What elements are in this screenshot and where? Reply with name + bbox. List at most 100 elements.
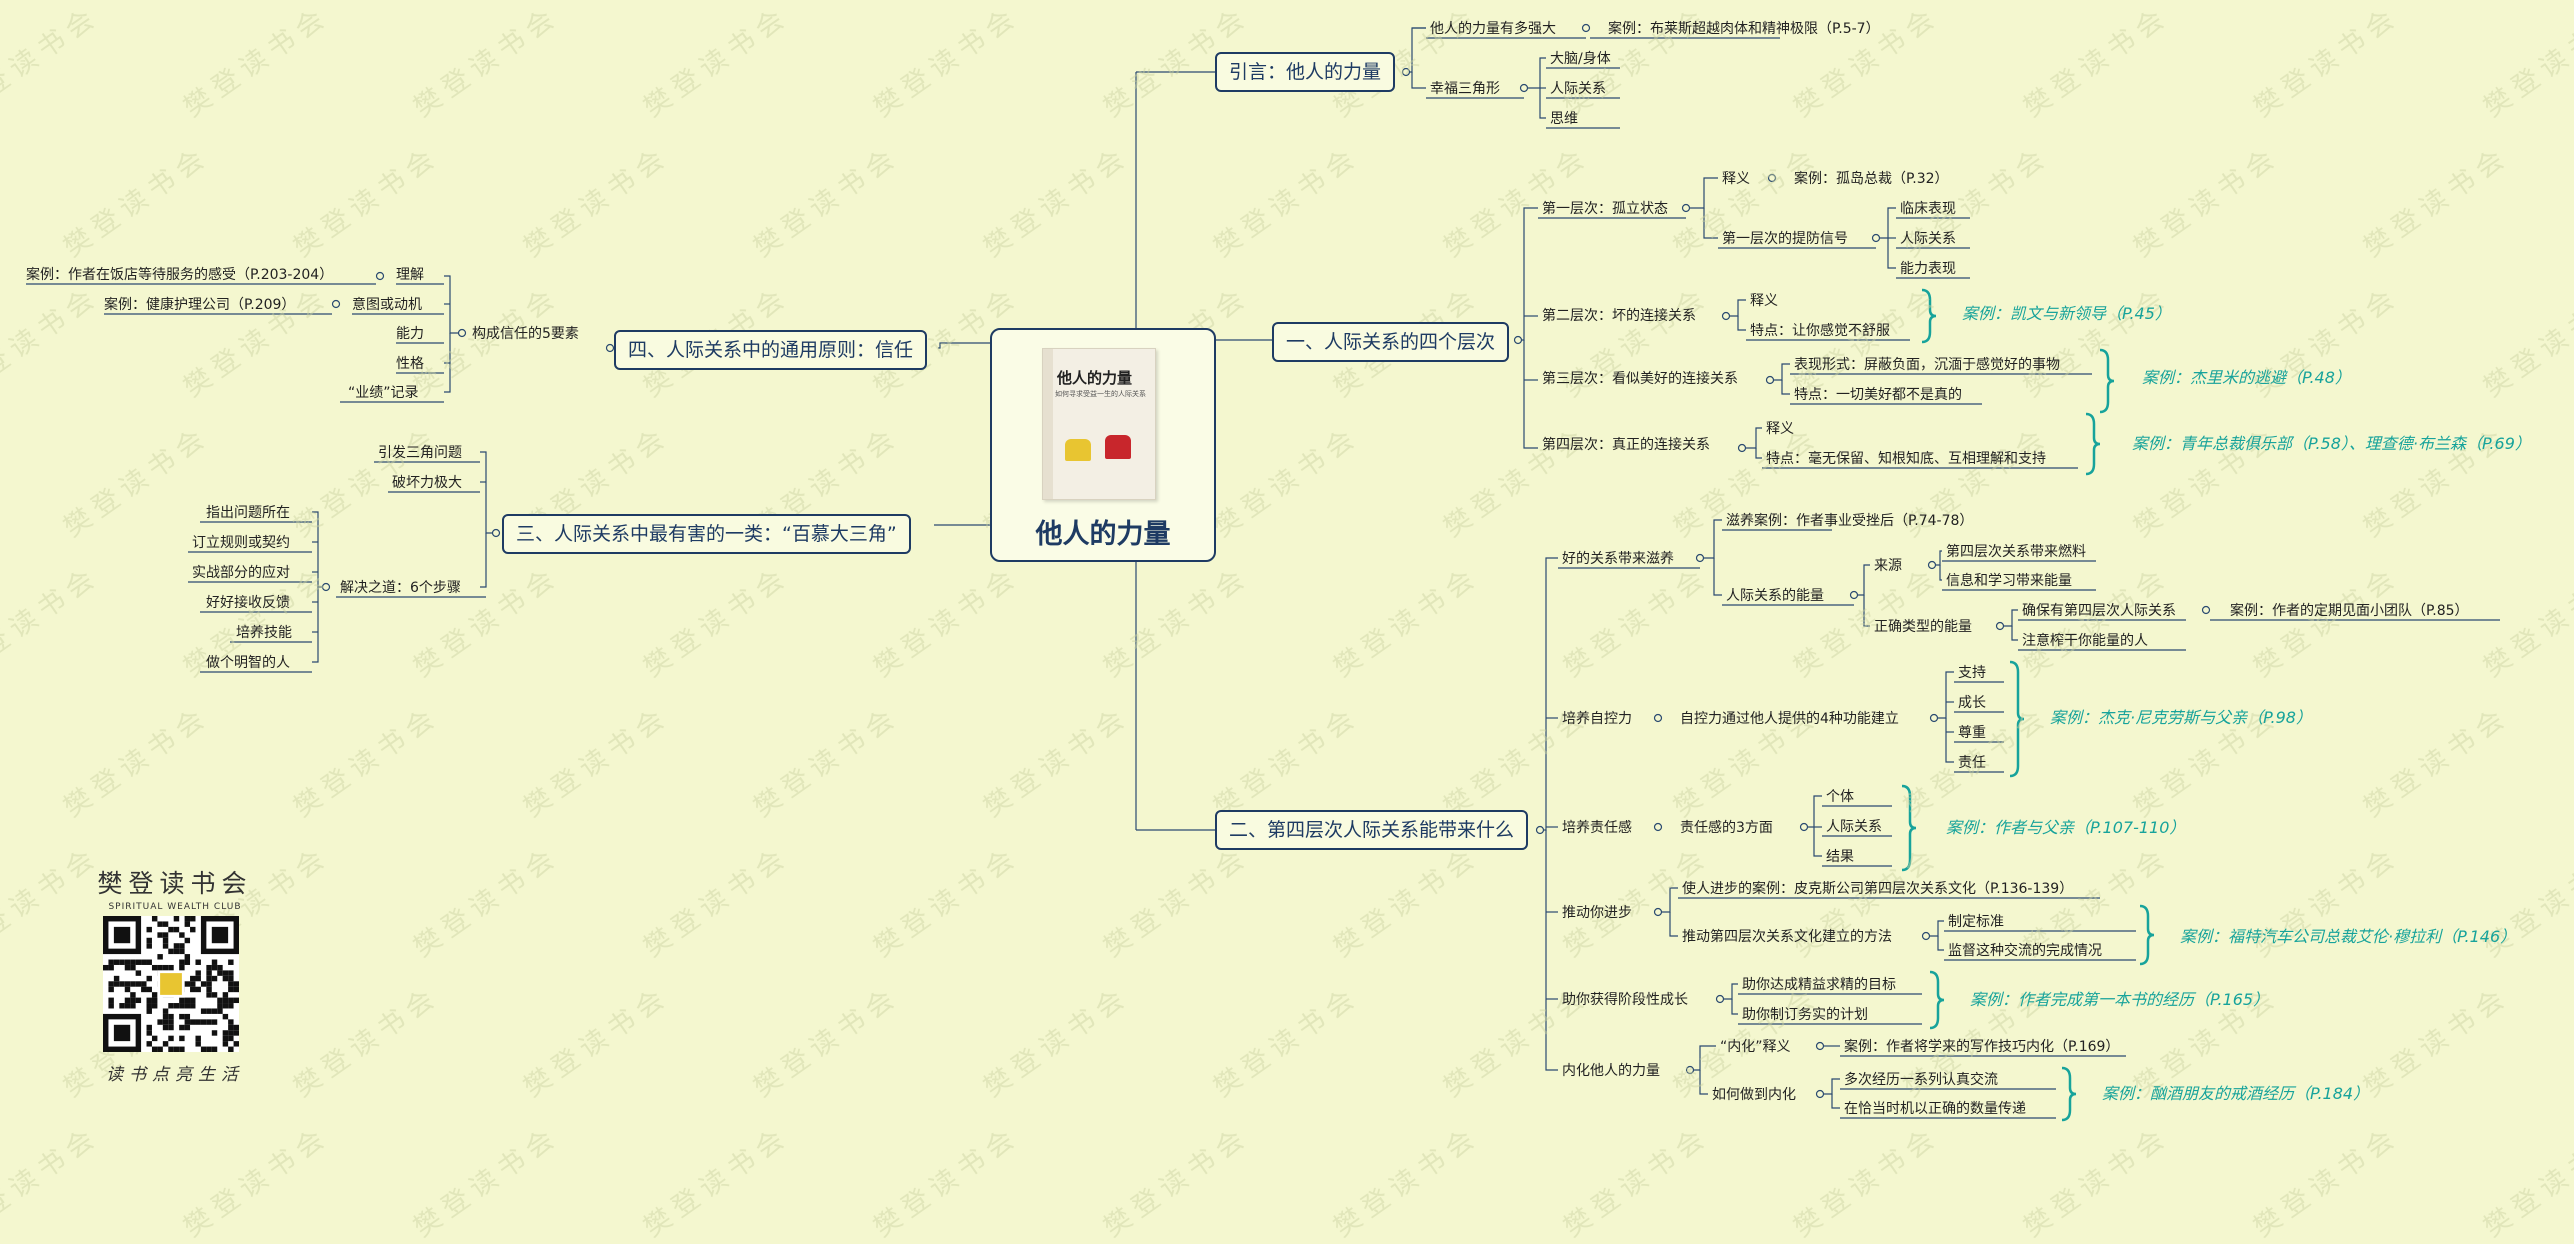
leaf-self-1[interactable]: 支持 <box>1958 665 1986 681</box>
leaf-resp-2[interactable]: 人际关系 <box>1826 819 1882 835</box>
case-internalize[interactable]: 案例：酗酒朋友的戒酒经历（P.184） <box>2102 1084 2370 1103</box>
node-intro-triangle[interactable]: 幸福三角形 <box>1430 81 1500 97</box>
leaf-level2-2[interactable]: 特点：让你感觉不舒服 <box>1750 323 1890 339</box>
connector-dot <box>1653 822 1663 832</box>
node-progress[interactable]: 推动你进步 <box>1562 905 1632 921</box>
leaf-trust-record[interactable]: “业绩”记录 <box>348 385 419 401</box>
leaf-stage-2[interactable]: 助你制订务实的计划 <box>1742 1007 1868 1023</box>
leaf-step-4[interactable]: 好好接收反馈 <box>206 595 290 611</box>
branch-bermuda[interactable]: 三、人际关系中最有害的一类：“百慕大三角” <box>502 514 911 554</box>
case-stage-growth[interactable]: 案例：作者完成第一本书的经历（P.165） <box>1970 990 2270 1009</box>
node-trust-factors[interactable]: 构成信任的5要素 <box>472 326 579 342</box>
leaf-resp-1[interactable]: 个体 <box>1826 789 1854 805</box>
branch-four-levels[interactable]: 一、人际关系的四个层次 <box>1272 322 1510 362</box>
leaf-triangle-3[interactable]: 思维 <box>1550 111 1578 127</box>
case-trust-1[interactable]: 案例：作者在饭店等待服务的感受（P.203-204） <box>26 267 334 283</box>
leaf-step-6[interactable]: 做个明智的人 <box>206 655 290 671</box>
case-good-relations[interactable]: 滋养案例：作者事业受挫后（P.74-78） <box>1726 513 1974 529</box>
leaf-step-3[interactable]: 实战部分的应对 <box>192 565 290 581</box>
leaf-stage-1[interactable]: 助你达成精益求精的目标 <box>1742 977 1896 993</box>
leaf-progress-2[interactable]: 监督这种交流的完成情况 <box>1948 943 2102 959</box>
leaf-internal-1[interactable]: 多次经历一系列认真交流 <box>1844 1072 1998 1088</box>
leaf-step-5[interactable]: 培养技能 <box>236 625 292 641</box>
case-level3[interactable]: 案例：杰里米的逃避（P.48） <box>2142 368 2351 387</box>
leaf-trust-understand[interactable]: 理解 <box>396 267 424 283</box>
leaf-triangle-1[interactable]: 大脑/身体 <box>1550 51 1611 67</box>
leaf-triangle-2[interactable]: 人际关系 <box>1550 81 1606 97</box>
case-level1[interactable]: 案例：孤岛总裁（P.32） <box>1794 171 1949 187</box>
connector-dot <box>1815 1041 1825 1051</box>
connector-dot <box>1535 825 1545 835</box>
node-internal-how[interactable]: 如何做到内化 <box>1712 1087 1796 1103</box>
case-progress-1[interactable]: 使人进步的案例：皮克斯公司第四层次关系文化（P.136-139） <box>1682 881 2074 897</box>
leaf-step-1[interactable]: 指出问题所在 <box>206 505 290 521</box>
connector-dot <box>1849 590 1859 600</box>
node-self-control[interactable]: 培养自控力 <box>1562 711 1632 727</box>
leaf-source-1[interactable]: 第四层次关系带来燃料 <box>1946 544 2086 560</box>
connector-line <box>1694 1045 1716 1071</box>
node-stage-growth[interactable]: 助你获得阶段性成长 <box>1562 992 1688 1008</box>
leaf-trust-intent[interactable]: 意图或动机 <box>352 297 422 313</box>
connector-line <box>1936 550 1942 566</box>
case-level4[interactable]: 案例：青年总裁俱乐部（P.58）、理查德·布兰森（P.69） <box>2132 434 2531 453</box>
node-good-relations[interactable]: 好的关系带来滋养 <box>1562 551 1674 567</box>
case-intro-strong[interactable]: 案例：布莱斯超越肉体和精神极限（P.5-7） <box>1608 21 1880 37</box>
node-progress-method[interactable]: 推动第四层次关系文化建立的方法 <box>1682 929 1892 945</box>
case-progress[interactable]: 案例：福特汽车公司总裁艾伦·穆拉利（P.146） <box>2180 927 2517 946</box>
leaf-self-3[interactable]: 尊重 <box>1958 725 1986 741</box>
case-responsibility[interactable]: 案例：作者与父亲（P.107-110） <box>1946 818 2186 837</box>
central-topic[interactable]: 他人的力量 如何寻求受益一生的人际关系 他人的力量 <box>990 328 1216 562</box>
leaf-internal-2[interactable]: 在恰当时机以正确的数量传递 <box>1844 1101 2026 1117</box>
leaf-self-2[interactable]: 成长 <box>1958 695 1986 711</box>
leaf-progress-1[interactable]: 制定标准 <box>1948 914 2004 930</box>
leaf-step-2[interactable]: 订立规则或契约 <box>192 535 290 551</box>
node-level-4[interactable]: 第四层次：真正的连接关系 <box>1542 437 1710 453</box>
leaf-level4-2[interactable]: 特点：毫无保留、知根知底、互相理解和支持 <box>1766 451 2046 467</box>
leaf-level4-1[interactable]: 释义 <box>1766 421 1794 437</box>
leaf-source-2[interactable]: 信息和学习带来能量 <box>1946 573 2072 589</box>
node-energy[interactable]: 人际关系的能量 <box>1726 588 1824 604</box>
connector-line <box>1939 565 1942 581</box>
case-level2[interactable]: 案例：凯文与新领导（P.45） <box>1962 304 2171 323</box>
node-level-3[interactable]: 第三层次：看似美好的连接关系 <box>1542 371 1738 387</box>
node-responsibility-sub[interactable]: 责任感的3方面 <box>1680 820 1773 836</box>
connector-dot <box>1799 822 1809 832</box>
leaf-level2-1[interactable]: 释义 <box>1750 293 1778 309</box>
leaf-resp-3[interactable]: 结果 <box>1826 849 1854 865</box>
leaf-signal-2[interactable]: 人际关系 <box>1900 231 1956 247</box>
connector-line <box>480 533 487 588</box>
node-bermuda-solution[interactable]: 解决之道：6个步骤 <box>340 580 461 596</box>
leaf-level3-2[interactable]: 特点：一切美好都不是真的 <box>1794 387 1962 403</box>
node-level-1[interactable]: 第一层次：孤立状态 <box>1542 201 1668 217</box>
branch-benefits[interactable]: 二、第四层次人际关系能带来什么 <box>1215 810 1529 850</box>
node-level-2[interactable]: 第二层次：坏的连接关系 <box>1542 308 1696 324</box>
brace-mark <box>2009 660 2025 778</box>
case-internal-meaning[interactable]: 案例：作者将学来的写作技巧内化（P.169） <box>1844 1039 2120 1055</box>
connector-dot <box>1921 931 1931 941</box>
leaf-trust-character[interactable]: 性格 <box>396 356 424 372</box>
leaf-right-1[interactable]: 确保有第四层次人际关系 <box>2022 603 2176 619</box>
leaf-signal-3[interactable]: 能力表现 <box>1900 261 1956 277</box>
node-level1-signal[interactable]: 第一层次的提防信号 <box>1722 231 1848 247</box>
node-internalize[interactable]: 内化他人的力量 <box>1562 1063 1660 1079</box>
leaf-level3-1[interactable]: 表现形式：屏蔽负面，沉湎于感觉好的事物 <box>1794 357 2060 373</box>
node-energy-source[interactable]: 来源 <box>1874 558 1902 574</box>
leaf-right-2[interactable]: 注意榨干你能量的人 <box>2022 633 2148 649</box>
leaf-level1-meaning[interactable]: 释义 <box>1722 171 1750 187</box>
leaf-bermuda-1[interactable]: 引发三角问题 <box>378 445 462 461</box>
node-intro-strong[interactable]: 他人的力量有多强大 <box>1430 21 1556 37</box>
qr-code-icon[interactable] <box>103 916 239 1052</box>
leaf-bermuda-2[interactable]: 破坏力极大 <box>392 475 462 491</box>
case-right-energy[interactable]: 案例：作者的定期见面小团队（P.85） <box>2230 603 2469 619</box>
node-responsibility[interactable]: 培养责任感 <box>1562 820 1632 836</box>
leaf-self-4[interactable]: 责任 <box>1958 755 1986 771</box>
leaf-signal-1[interactable]: 临床表现 <box>1900 201 1956 217</box>
case-trust-2[interactable]: 案例：健康护理公司（P.209） <box>104 297 296 313</box>
case-self-control[interactable]: 案例：杰克·尼克劳斯与父亲（P.98） <box>2050 708 2312 727</box>
leaf-trust-ability[interactable]: 能力 <box>396 326 424 342</box>
node-self-control-sub[interactable]: 自控力通过他人提供的4种功能建立 <box>1680 711 1899 727</box>
branch-intro[interactable]: 引言：他人的力量 <box>1215 52 1396 92</box>
leaf-internal-meaning[interactable]: “内化”释义 <box>1720 1039 1791 1055</box>
node-right-energy[interactable]: 正确类型的能量 <box>1874 619 1972 635</box>
branch-trust[interactable]: 四、人际关系中的通用原则：信任 <box>614 330 928 370</box>
